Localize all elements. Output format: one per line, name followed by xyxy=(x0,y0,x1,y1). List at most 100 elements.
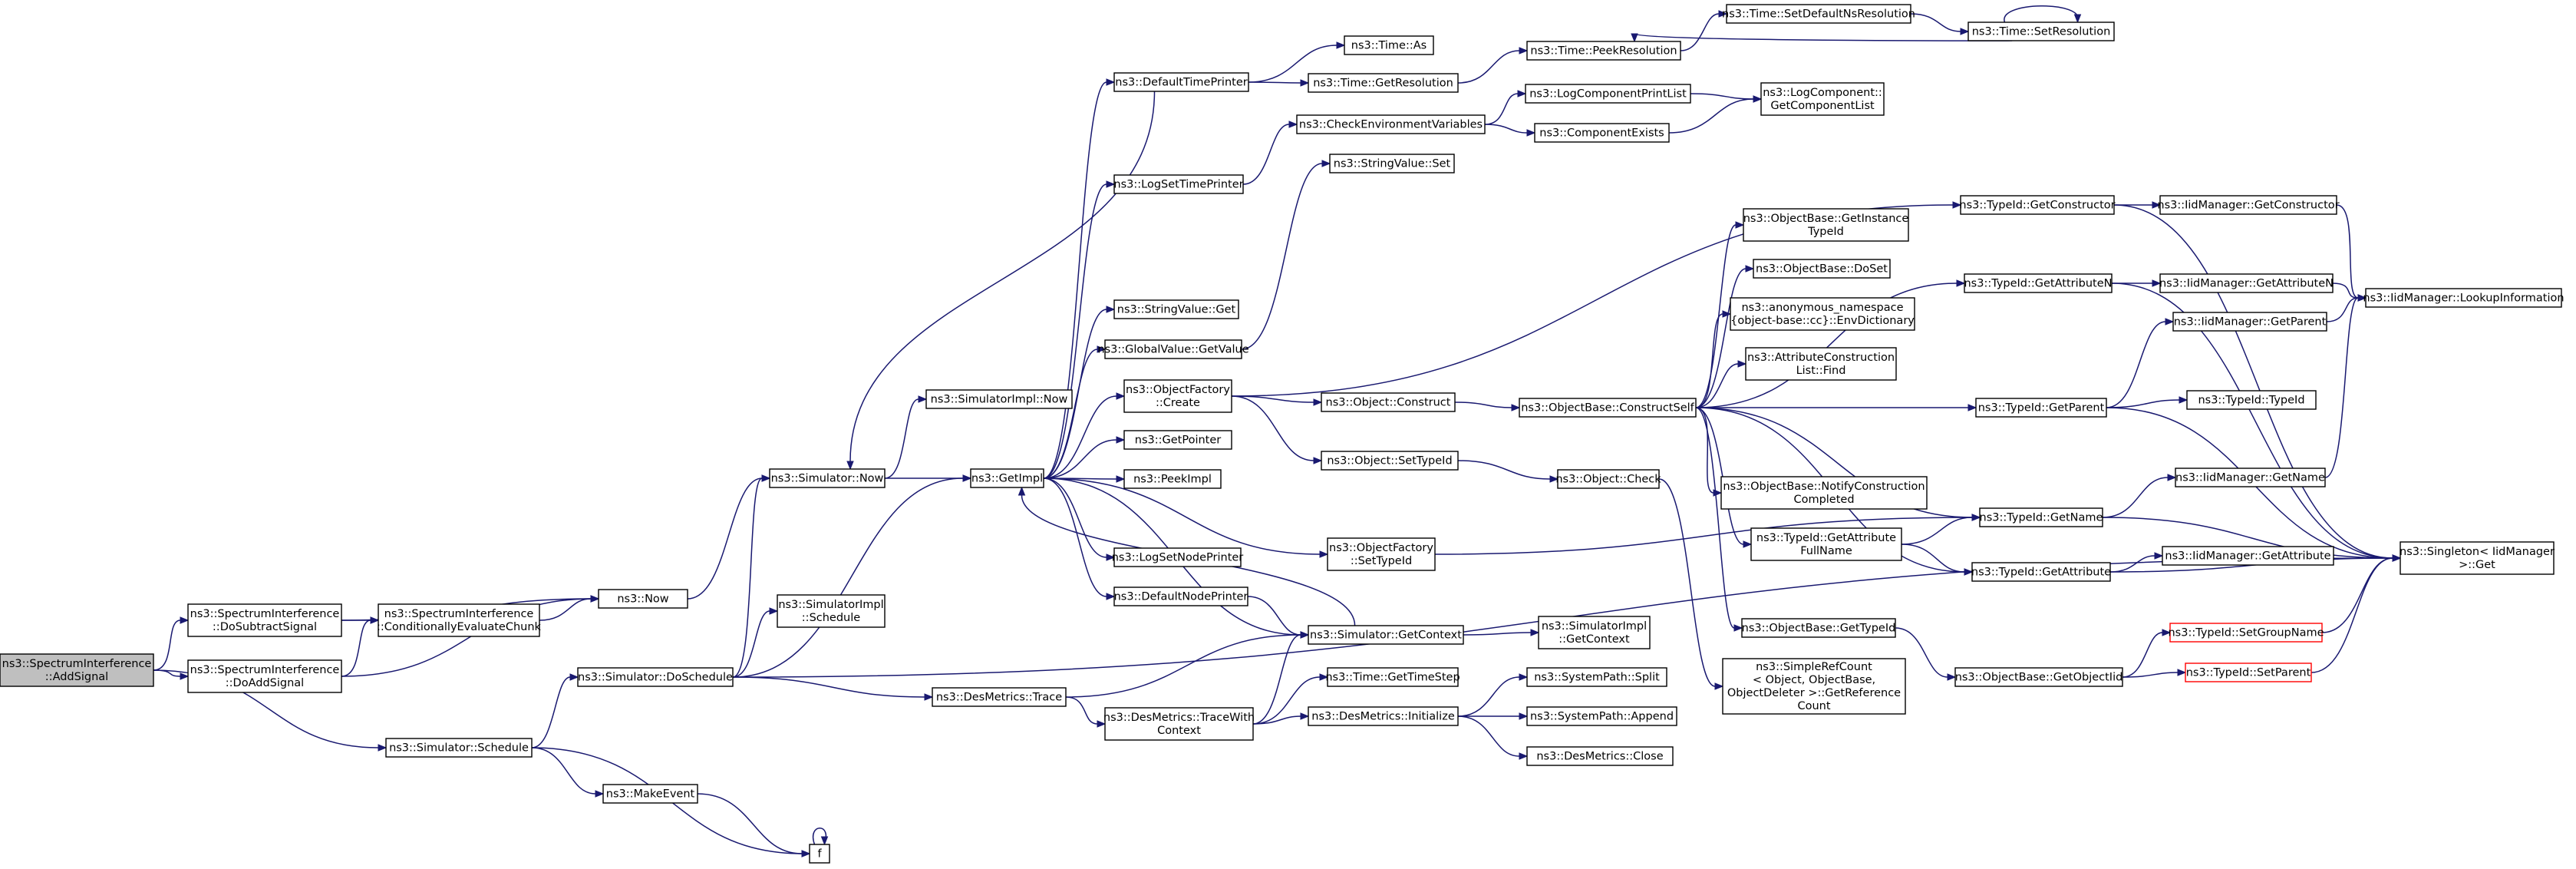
node-iidgetname[interactable]: ns3::IidManager::GetName xyxy=(2175,468,2326,487)
node-timeas[interactable]: ns3::Time::As xyxy=(1344,35,1434,55)
edge-defaulttimeprinter-to-simnow xyxy=(846,91,1156,471)
node-now[interactable]: ns3::Now xyxy=(598,589,688,609)
node-label: ns3::SpectrumInterference xyxy=(384,608,534,620)
node-lookupinfo[interactable]: ns3::IidManager::LookupInformation xyxy=(2363,288,2564,308)
node-doschedule[interactable]: ns3::Simulator::DoSchedule xyxy=(577,667,734,687)
node-doset[interactable]: ns3::ObjectBase::DoSet xyxy=(1753,259,1891,279)
node-iidgetparent[interactable]: ns3::IidManager::GetParent xyxy=(2172,312,2327,332)
node-constructself[interactable]: ns3::ObjectBase::ConstructSelf xyxy=(1519,398,1697,418)
node-compexists[interactable]: ns3::ComponentExists xyxy=(1534,123,1670,143)
node-simimplnow[interactable]: ns3::SimulatorImpl::Now xyxy=(925,389,1073,409)
node-label: ns3::SimulatorImpl xyxy=(778,599,883,611)
edge-line xyxy=(1484,93,1519,125)
node-typeidgetparent[interactable]: ns3::TypeId::GetParent xyxy=(1975,398,2107,418)
node-objectcheck[interactable]: ns3::Object::Check xyxy=(1555,469,1661,489)
node-dosubtract[interactable]: ns3::SpectrumInterference::DoSubtractSig… xyxy=(187,603,342,637)
node-timesetdefault[interactable]: ns3::Time::SetDefaultNsResolution xyxy=(1722,4,1915,24)
edge-line xyxy=(1043,81,1107,479)
edge-arrowhead xyxy=(1549,475,1559,483)
node-stringvalueset[interactable]: ns3::StringValue::Set xyxy=(1329,154,1455,173)
node-typeidsetparent[interactable]: ns3::TypeId::SetParent xyxy=(2185,662,2312,682)
node-desmetricstrace[interactable]: ns3::DesMetrics::Trace xyxy=(932,687,1067,707)
node-defaulttimeprinter[interactable]: ns3::DefaultTimePrinter xyxy=(1113,72,1249,92)
node-simnow[interactable]: ns3::Simulator::Now xyxy=(769,468,886,488)
node-stringvalueget[interactable]: ns3::StringValue::Get xyxy=(1113,299,1239,319)
node-box xyxy=(1720,476,1928,510)
node-simschedule[interactable]: ns3::Simulator::Schedule xyxy=(385,738,533,758)
edge-line xyxy=(1457,50,1520,84)
node-syspathsplit[interactable]: ns3::SystemPath::Split xyxy=(1526,667,1667,687)
node-box xyxy=(1967,21,2115,41)
edge-iidgetname-to-lookupinfo xyxy=(2324,294,2367,478)
node-timegetresolution[interactable]: ns3::Time::GetResolution xyxy=(1308,73,1459,93)
node-f[interactable]: f xyxy=(809,844,830,864)
node-objectsettypeid[interactable]: ns3::Object::SetTypeId xyxy=(1321,451,1459,471)
node-doadd[interactable]: ns3::SpectrumInterference::DoAddSignal xyxy=(187,659,342,693)
node-objfactorycreate[interactable]: ns3::ObjectFactory::Create xyxy=(1123,379,1232,413)
edge-line xyxy=(1434,517,1973,555)
edge-arrowhead xyxy=(801,850,811,857)
node-implschedule[interactable]: ns3::SimulatorImpl::Schedule xyxy=(777,594,886,628)
node-typeidgetconstructor[interactable]: ns3::TypeId::GetConstructor xyxy=(1959,195,2116,215)
node-objectconstruct[interactable]: ns3::Object::Construct xyxy=(1321,392,1456,412)
node-iidgetconstructor[interactable]: ns3::IidManager::GetConstructor xyxy=(2157,195,2340,215)
node-iidgetattr[interactable]: ns3::IidManager::GetAttribute xyxy=(2162,546,2334,566)
node-desclose[interactable]: ns3::DesMetrics::Close xyxy=(1526,746,1674,766)
node-desinit[interactable]: ns3::DesMetrics::Initialize xyxy=(1308,706,1459,726)
node-timegettimestep[interactable]: ns3::Time::GetTimeStep xyxy=(1325,667,1460,687)
node-notifyconstruct[interactable]: ns3::ObjectBase::NotifyConstructionCompl… xyxy=(1720,476,1928,510)
node-simplerefcount[interactable]: ns3::SimpleRefCount< Object, ObjectBase,… xyxy=(1722,658,1906,715)
node-envdictionary[interactable]: ns3::anonymous_namespace{object-base::cc… xyxy=(1730,297,1915,331)
node-box xyxy=(1526,706,1677,726)
node-typeidgetname[interactable]: ns3::TypeId::GetName xyxy=(1979,507,2103,527)
node-timesetresolution[interactable]: ns3::Time::SetResolution xyxy=(1967,21,2115,41)
node-checkenv[interactable]: ns3::CheckEnvironmentVariables xyxy=(1296,114,1486,134)
edge-line xyxy=(2102,477,2169,518)
node-logcompgetlist[interactable]: ns3::LogComponent::GetComponentList xyxy=(1760,82,1885,116)
node-implgetcontext[interactable]: ns3::SimulatorImpl::GetContext xyxy=(1538,616,1651,649)
node-typeidtypeid[interactable]: ns3::TypeId::TypeId xyxy=(2186,390,2317,410)
edge-makeevent-to-f xyxy=(697,793,811,857)
node-addsignal[interactable]: ns3::SpectrumInterference::AddSignal xyxy=(0,653,154,687)
node-getobjectiid[interactable]: ns3::ObjectBase::GetObjectIid xyxy=(1954,667,2123,687)
node-label: ns3::DesMetrics::Close xyxy=(1536,751,1663,763)
edges-layer xyxy=(153,5,2402,857)
node-box xyxy=(1750,527,1902,561)
edge-line xyxy=(341,598,592,677)
edge-desmetricstrace-to-simgetcontext xyxy=(1065,631,1310,698)
node-syspathappend[interactable]: ns3::SystemPath::Append xyxy=(1526,706,1677,726)
node-iidgetattrn[interactable]: ns3::IidManager::GetAttributeN xyxy=(2159,273,2334,293)
node-typeidsetgroupname[interactable]: ns3::TypeId::SetGroupName xyxy=(2168,623,2324,643)
node-condeval[interactable]: ns3::SpectrumInterference::Conditionally… xyxy=(377,603,542,637)
node-objbasegettypeid[interactable]: ns3::ObjectBase::GetTypeId xyxy=(1741,618,1896,638)
node-typeidgetattrn[interactable]: ns3::TypeId::GetAttributeN xyxy=(1964,273,2113,293)
node-timepeekresolution[interactable]: ns3::Time::PeekResolution xyxy=(1526,41,1681,61)
node-defaultnodeprinter[interactable]: ns3::DefaultNodePrinter xyxy=(1113,586,1248,606)
node-globalvalueget[interactable]: ns3::GlobalValue::GetValue xyxy=(1097,339,1249,359)
node-box xyxy=(970,468,1044,488)
edge-doadd-to-condeval xyxy=(341,616,380,677)
edge-line xyxy=(1695,407,1714,494)
node-singletonget[interactable]: ns3::Singleton< IidManager >::Get xyxy=(2400,541,2555,575)
edge-line xyxy=(1457,676,1520,717)
node-label: ns3::SystemPath::Append xyxy=(1530,711,1674,723)
edge-constructself-to-envdictionary xyxy=(1695,310,1732,408)
node-getpointer[interactable]: ns3::GetPointer xyxy=(1123,430,1232,450)
node-objfactorysettypeid[interactable]: ns3::ObjectFactory::SetTypeId xyxy=(1327,537,1436,571)
node-label: ::DoAddSignal xyxy=(226,677,304,689)
node-peekimpl[interactable]: ns3::PeekImpl xyxy=(1123,469,1222,489)
node-makeevent[interactable]: ns3::MakeEvent xyxy=(602,784,698,804)
node-logcompprintlist[interactable]: ns3::LogComponentPrintList xyxy=(1525,84,1691,104)
node-getimpl[interactable]: ns3::GetImpl xyxy=(970,468,1044,488)
node-logsettimeprinter[interactable]: ns3::LogSetTimePrinter xyxy=(1113,174,1244,194)
node-box xyxy=(1954,667,2123,687)
node-logsetnodeprinter[interactable]: ns3::LogSetNodePrinter xyxy=(1112,547,1244,567)
node-typeidgetattr[interactable]: ns3::TypeId::GetAttribute xyxy=(1971,562,2111,582)
node-simgetcontext[interactable]: ns3::Simulator::GetContext xyxy=(1308,625,1464,645)
node-label: ns3::Simulator::Now xyxy=(771,473,884,485)
